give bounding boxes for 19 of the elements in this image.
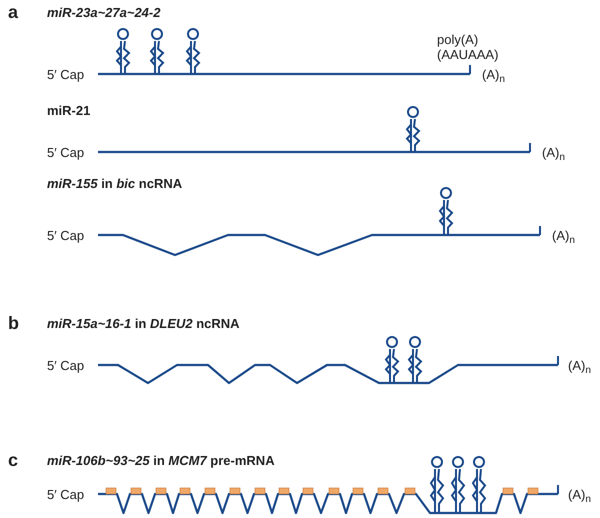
panel-letter: b: [8, 314, 19, 332]
panel-letter: a: [8, 3, 18, 21]
cap-label: 5′ Cap: [47, 67, 84, 82]
polya-tail-label: (A)$_{n}$: [542, 145, 565, 160]
gene-title: miR-15a~16-1 in DLEU2 ncRNA: [47, 316, 240, 331]
gene-title: miR-155 in bic ncRNA: [47, 176, 182, 191]
gene-title: miR-106b~93~25 in MCM7 pre-mRNA: [47, 453, 275, 468]
polya-signal-label: poly(A) (AAUAAA): [437, 32, 500, 62]
polya-tail-label: (A)$_{n}$: [482, 67, 505, 82]
cap-label: 5′ Cap: [47, 358, 84, 373]
cap-label: 5′ Cap: [47, 228, 84, 243]
gene-title: miR-21: [47, 103, 90, 118]
polya-tail-label: (A)$_{n}$: [552, 228, 575, 243]
polya-tail-label: (A)$_{n}$: [568, 487, 591, 502]
cap-label: 5′ Cap: [47, 487, 84, 502]
polya-tail-label: (A)$_{n}$: [568, 358, 591, 373]
gene-title: miR-23a~27a~24-2: [47, 5, 160, 20]
cap-label: 5′ Cap: [47, 145, 84, 160]
panel-letter: c: [8, 451, 18, 469]
